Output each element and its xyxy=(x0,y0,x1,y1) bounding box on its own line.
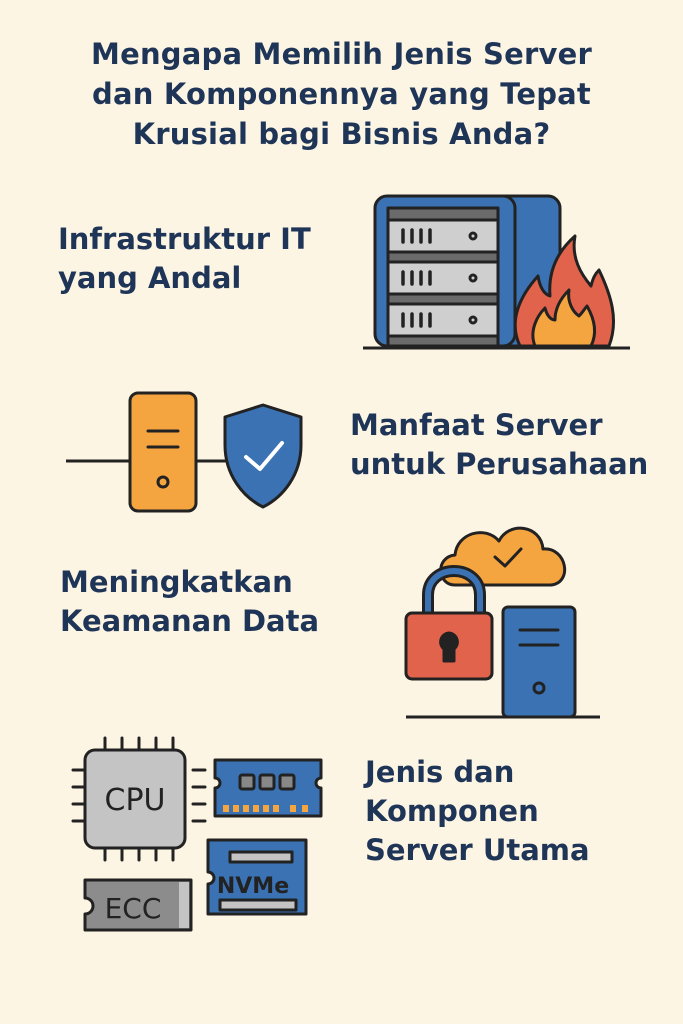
label-line: Infrastruktur IT xyxy=(58,222,311,256)
label-line: Jenis dan xyxy=(365,755,515,789)
label-line: Keamanan Data xyxy=(60,604,320,638)
ecc-module xyxy=(83,878,193,932)
section-security-label: Meningkatkan Keamanan Data xyxy=(60,563,319,641)
label-line: untuk Perusahaan xyxy=(350,447,649,481)
label-line: Komponen xyxy=(365,794,539,828)
title-line: dan Komponennya yang Tepat xyxy=(92,77,591,111)
title-line: Mengapa Memilih Jenis Server xyxy=(91,37,592,71)
server-rack-fire-icon xyxy=(363,194,630,350)
label-line: yang Andal xyxy=(58,261,242,295)
lock-cloud-server-icon xyxy=(404,526,600,719)
section-components-label: Jenis dan Komponen Server Utama xyxy=(365,753,590,870)
nvme-text: NVMe xyxy=(217,874,289,899)
section-benefits-label: Manfaat Server untuk Perusahaan xyxy=(350,406,648,484)
page-title: Mengapa Memilih Jenis Server dan Kompone… xyxy=(0,34,683,154)
section-infrastructure-label: Infrastruktur IT yang Andal xyxy=(58,220,311,298)
hardware-components-icon: CPU NVMe ECC xyxy=(71,736,323,932)
ecc-text: ECC xyxy=(105,892,162,925)
cpu-text: CPU xyxy=(105,783,166,818)
label-line: Meningkatkan xyxy=(60,565,293,599)
cpu-chip xyxy=(83,748,187,850)
server-shield-icon xyxy=(66,391,303,513)
title-line: Krusial bagi Bisnis Anda? xyxy=(132,117,551,151)
label-line: Server Utama xyxy=(365,833,590,867)
label-line: Manfaat Server xyxy=(350,408,603,442)
